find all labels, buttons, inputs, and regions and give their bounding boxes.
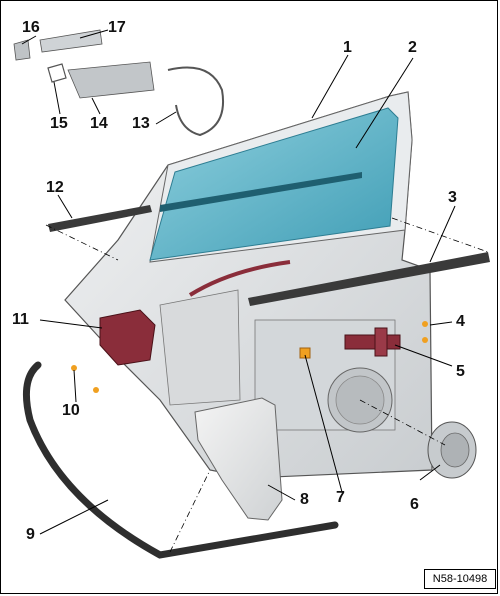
- label-8: 8: [300, 491, 309, 508]
- inner-seal: [248, 252, 490, 306]
- window-glass: [149, 107, 399, 261]
- clip-4a: [422, 321, 428, 327]
- glass-rail: [160, 172, 362, 212]
- label-10: 10: [62, 402, 80, 419]
- label-6: 6: [410, 496, 419, 513]
- leader-lines: [21, 29, 456, 535]
- clip-4b: [422, 337, 428, 343]
- clip: [299, 347, 311, 359]
- handle-frame: [67, 61, 155, 99]
- label-16: 16: [22, 19, 40, 36]
- trim-strip: [159, 289, 241, 406]
- clip-10a: [71, 365, 77, 371]
- label-7: 7: [336, 489, 345, 506]
- label-3: 3: [448, 189, 457, 206]
- hinge-bracket: [344, 334, 401, 350]
- handle-cap: [13, 39, 31, 61]
- speaker-cone: [440, 432, 470, 468]
- door-lock: [99, 309, 156, 366]
- label-2: 2: [408, 39, 417, 56]
- label-12: 12: [46, 179, 64, 196]
- label-9: 9: [26, 526, 35, 543]
- label-14: 14: [90, 115, 108, 132]
- trim-panel: [194, 397, 283, 521]
- label-13: 13: [132, 115, 150, 132]
- door-seal: [22, 361, 339, 559]
- handle-seal: [47, 63, 67, 83]
- clip-10b: [93, 387, 99, 393]
- reference-code: N58-10498: [424, 569, 496, 589]
- handle-grip: [39, 29, 103, 53]
- window-cable: [188, 260, 291, 297]
- alignment-lines: [45, 217, 489, 553]
- label-15: 15: [50, 115, 68, 132]
- label-5: 5: [456, 363, 465, 380]
- label-4: 4: [456, 313, 465, 330]
- label-11: 11: [12, 311, 29, 328]
- hinge-plate: [374, 327, 388, 357]
- outer-strip: [48, 205, 152, 232]
- label-1: 1: [343, 39, 352, 56]
- bowden-cable: [167, 66, 224, 137]
- label-17: 17: [108, 19, 126, 36]
